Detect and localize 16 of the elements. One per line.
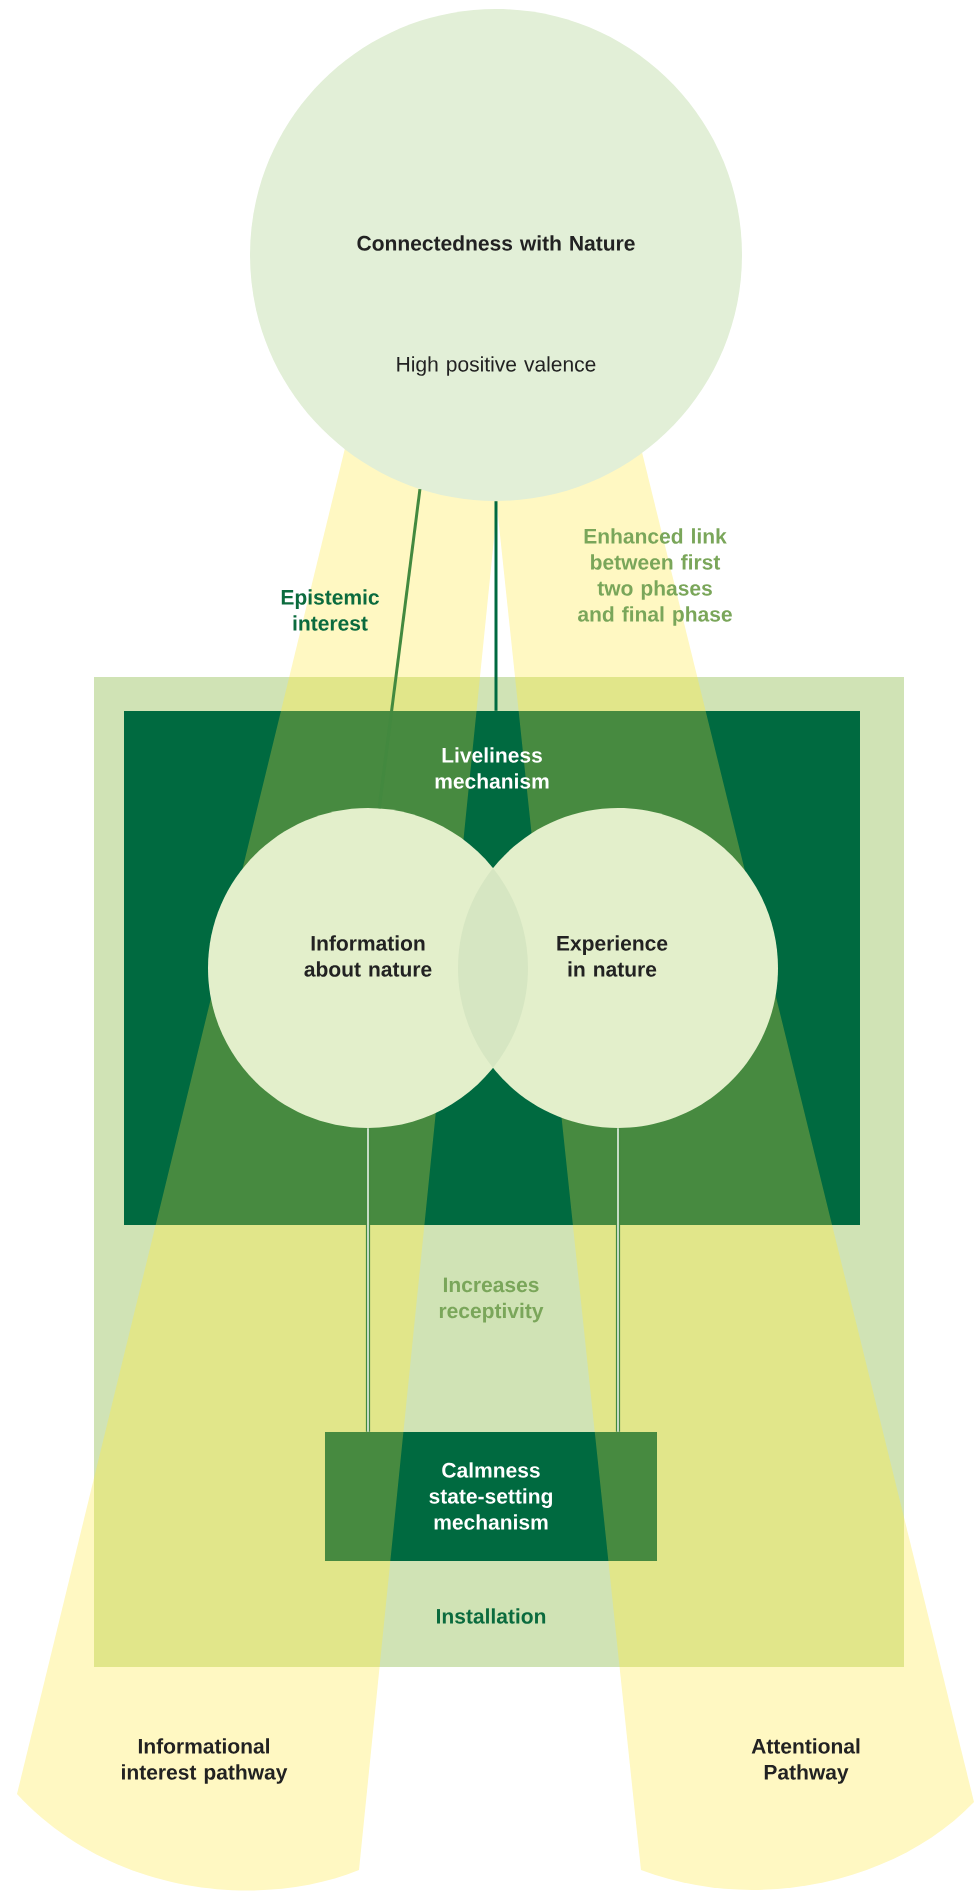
node-label: Experience in nature	[557, 935, 668, 977]
edge-label: Epistemic interest	[281, 589, 379, 631]
node-label: Calmness state-setting mechanism	[429, 1462, 552, 1530]
connector-line	[615, 1127, 621, 1433]
node-label: Installation	[437, 1608, 546, 1624]
connector-line	[365, 1127, 371, 1433]
note-label: Increases receptivity	[439, 1277, 544, 1323]
node-subtitle: High positive valence	[397, 356, 596, 376]
edge-label: Enhanced link between first two phases and final phase	[578, 528, 732, 626]
note-label: Attentional Pathway	[751, 1738, 860, 1784]
node-label: Information about nature	[304, 935, 432, 977]
node-label: Liveliness mechanism	[435, 747, 549, 789]
connector-line	[494, 501, 498, 711]
connector-line	[377, 488, 422, 809]
note-label: Informational interest pathway	[122, 1738, 288, 1784]
node-label: Connectedness with Nature	[357, 235, 635, 251]
